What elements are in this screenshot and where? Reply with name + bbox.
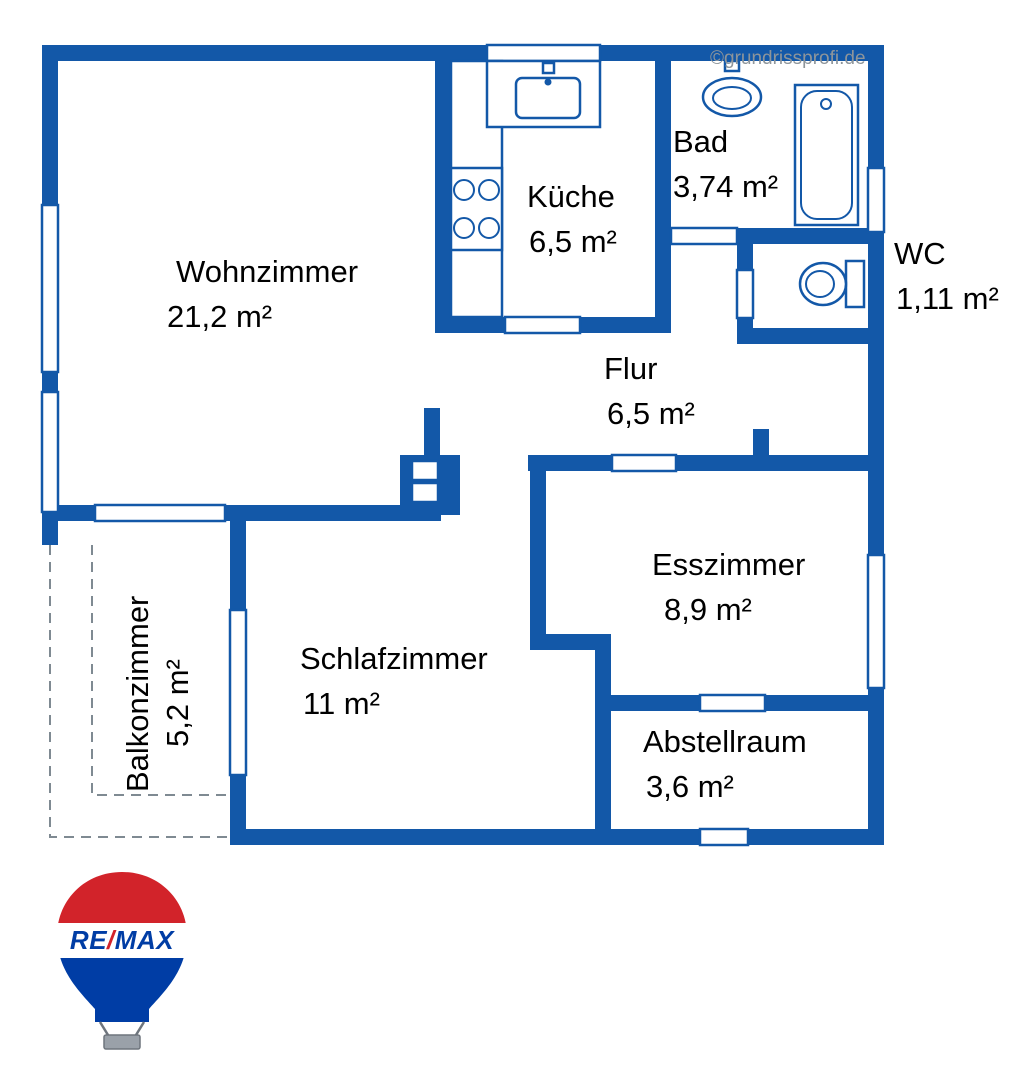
watermark: ©grundrissprofi.de [710, 48, 866, 69]
room-area-kueche: 6,5 m² [529, 224, 617, 259]
logo-max: MAX [115, 925, 175, 955]
logo-slash: / [106, 925, 117, 955]
wall-right [868, 45, 884, 845]
room-label-kueche: Küche [527, 179, 615, 214]
door-kitchen [503, 315, 582, 335]
toilet-bowl-icon [805, 270, 835, 298]
balloon-bottom-blue [57, 958, 187, 1022]
balloon-string-icon [98, 1021, 110, 1036]
room-area-wc: 1,11 m² [896, 281, 999, 316]
door-bottom [698, 827, 750, 847]
wall-bedroom-storage [595, 634, 611, 845]
wall-bottom-left-segment [230, 829, 700, 845]
burner-icon [453, 179, 475, 201]
wall-dining-left [530, 455, 546, 650]
door-wc [735, 268, 755, 320]
wall-dining-jog [530, 634, 611, 650]
window-living-left-1 [40, 203, 60, 374]
openings [40, 43, 886, 847]
wall-balcony-right-b [230, 775, 246, 845]
wc-fixtures [798, 259, 866, 309]
wall-hall-south-a [528, 455, 612, 471]
shaft-opening-1 [410, 459, 440, 482]
stove-icon [449, 166, 504, 252]
window-living-left-2 [40, 390, 60, 514]
wall-kitchen-bottom-b [580, 317, 671, 333]
washbasin-bowl-icon [712, 86, 752, 110]
room-label-wohnzimmer: Wohnzimmer [176, 254, 359, 289]
remax-balloon-logo: RE/MAX [57, 872, 187, 1050]
kitchen-sink-basin-icon [514, 76, 582, 120]
window-dining-right [866, 553, 886, 690]
door-dining [610, 453, 678, 473]
room-label-balkonzimmer: Balkonzimmer [120, 595, 155, 792]
wall-bottom-right-segment [748, 829, 884, 845]
room-area-bad: 3,74 m² [673, 169, 779, 204]
burner-icon [453, 217, 475, 239]
window-living-balcony [93, 503, 227, 523]
balloon-string-icon [134, 1021, 146, 1036]
room-area-schlafzimmer: 11 m² [303, 686, 380, 721]
wall-kitchen-bottom-a [435, 317, 505, 333]
wall-storage-top-a [611, 695, 700, 711]
balcony-railing-outer [49, 545, 228, 838]
door-bath [669, 226, 739, 246]
room-area-abstellraum: 3,6 m² [646, 769, 734, 804]
burner-icon [478, 217, 500, 239]
room-label-esszimmer: Esszimmer [652, 547, 806, 582]
wall-balcony-right-a [230, 505, 246, 610]
wall-top [42, 45, 884, 61]
balloon-top-red [57, 872, 187, 923]
door-storage [698, 693, 767, 713]
washbasin-tap-icon [723, 59, 741, 73]
room-area-balkonzimmer: 5,2 m² [160, 659, 195, 747]
logo-re: RE [70, 925, 107, 955]
shaft-opening-2 [410, 481, 440, 504]
wall-stub-hall [753, 429, 769, 455]
balcony-railing [49, 545, 228, 838]
remax-wordmark: RE/MAX [70, 925, 175, 955]
room-label-wc: WC [894, 236, 946, 271]
wall-wc-left-a [737, 244, 753, 270]
bathtub-drain-icon [820, 98, 832, 110]
balcony-railing-inner [91, 545, 228, 796]
wall-storage-top-b [765, 695, 884, 711]
kitchen-faucet-icon [541, 61, 556, 75]
room-area-flur: 6,5 m² [607, 396, 695, 431]
room-label-schlafzimmer: Schlafzimmer [300, 641, 488, 676]
bathtub-icon [793, 83, 860, 227]
room-label-flur: Flur [604, 351, 658, 386]
kitchen-fixtures [449, 59, 602, 319]
wall-bath-bottom [737, 228, 884, 244]
balloon-basket-icon [103, 1034, 141, 1050]
room-label-bad: Bad [673, 124, 729, 159]
window-kitchen-top [485, 43, 602, 63]
wall-living-bottom-b [225, 505, 441, 521]
room-area-esszimmer: 8,9 m² [664, 592, 752, 627]
burner-icon [478, 179, 500, 201]
wall-kitchen-left [435, 61, 451, 333]
kitchen-drain-icon [544, 78, 552, 86]
wall-living-bottom-a [58, 505, 95, 521]
room-label-abstellraum: Abstellraum [643, 724, 807, 759]
door-bedroom-balcony [228, 608, 248, 777]
wall-kitchen-bath [655, 61, 671, 333]
window-bath-right [866, 166, 886, 234]
room-area-wohnzimmer: 21,2 m² [167, 299, 273, 334]
toilet-tank-icon [844, 259, 866, 309]
bathtub-inner-icon [800, 90, 853, 220]
wall-wc-bottom [737, 328, 884, 344]
bathroom-fixtures [701, 59, 860, 227]
balloon-band-white [57, 923, 187, 958]
washbasin-icon [701, 76, 763, 118]
wall-hall-south-b [676, 455, 884, 471]
